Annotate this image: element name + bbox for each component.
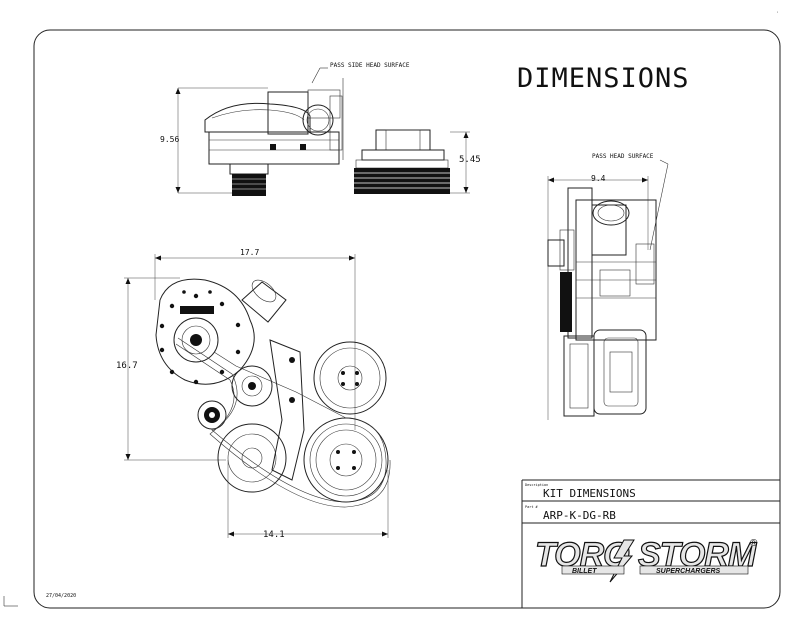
bolt-circle (159, 290, 241, 385)
dimension-9-56: 9.56 (160, 135, 179, 144)
corner-tick: ' (776, 11, 778, 16)
dimension-14-1: 14.1 (263, 530, 285, 540)
dimension-9-4: 9.4 (591, 174, 606, 183)
top-view: PASS SIDE HEAD SURFACE 9.56 (160, 62, 410, 196)
side-view: PASS HEAD SURFACE 9.4 (547, 153, 669, 420)
part-label: Part # (525, 505, 539, 509)
drawing-date: 27/04/2020 (46, 593, 76, 599)
torq-storm-logo: TORQ STORM ® BILLET SUPERCHARGERS (534, 535, 758, 583)
dimension-16-7: 16.7 (116, 361, 138, 371)
dimension-17-7: 17.7 (240, 248, 259, 257)
pass-side-head-surface-label: PASS SIDE HEAD SURFACE (330, 62, 410, 69)
dimension-5-45: 5.45 (459, 155, 481, 165)
logo-tagline-right: SUPERCHARGERS (656, 568, 721, 575)
registered-mark: ® (750, 538, 758, 549)
drawing-border (33, 29, 781, 609)
description-value: KIT DIMENSIONS (543, 487, 636, 500)
pass-head-surface-label: PASS HEAD SURFACE (592, 153, 654, 160)
drawing-title: DIMENSIONS (517, 63, 690, 94)
logo-tagline-left: BILLET (572, 568, 597, 575)
pulley-side-view: 5.45 (354, 129, 481, 194)
front-view: 17.7 16.7 14.1 (116, 248, 391, 540)
description-label: Description (525, 483, 548, 487)
title-block: Description KIT DIMENSIONS Part # ARP-K-… (521, 479, 780, 608)
part-number-value: ARP-K-DG-RB (543, 509, 616, 522)
